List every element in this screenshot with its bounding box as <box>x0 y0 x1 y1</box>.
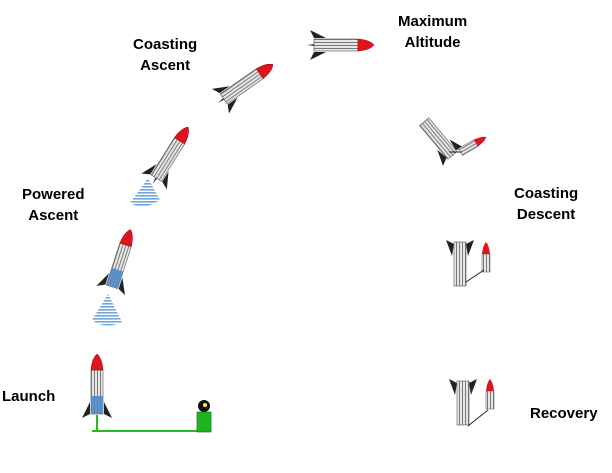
rocket-apogee-icon <box>307 30 374 60</box>
separated-rocket-icon <box>413 113 488 166</box>
rocket-coasting-icon <box>209 52 281 115</box>
label-powered-ascent: Powered Ascent <box>22 184 85 226</box>
label-coasting-descent: Coasting Descent <box>514 183 578 225</box>
label-recovery: Recovery <box>530 403 598 424</box>
separated-rocket-icon <box>449 379 494 426</box>
label-coasting-ascent: Coasting Ascent <box>133 34 197 76</box>
rocket-powered-icon <box>96 225 144 295</box>
exhaust-flame-icon <box>130 178 160 206</box>
separated-rocket-icon <box>446 240 490 286</box>
label-launch: Launch <box>2 386 55 407</box>
ignition-controller-icon <box>197 400 211 432</box>
exhaust-flame-icon <box>92 294 122 326</box>
rocket-launch-icon <box>82 354 112 418</box>
label-max-altitude: Maximum Altitude <box>398 11 467 53</box>
